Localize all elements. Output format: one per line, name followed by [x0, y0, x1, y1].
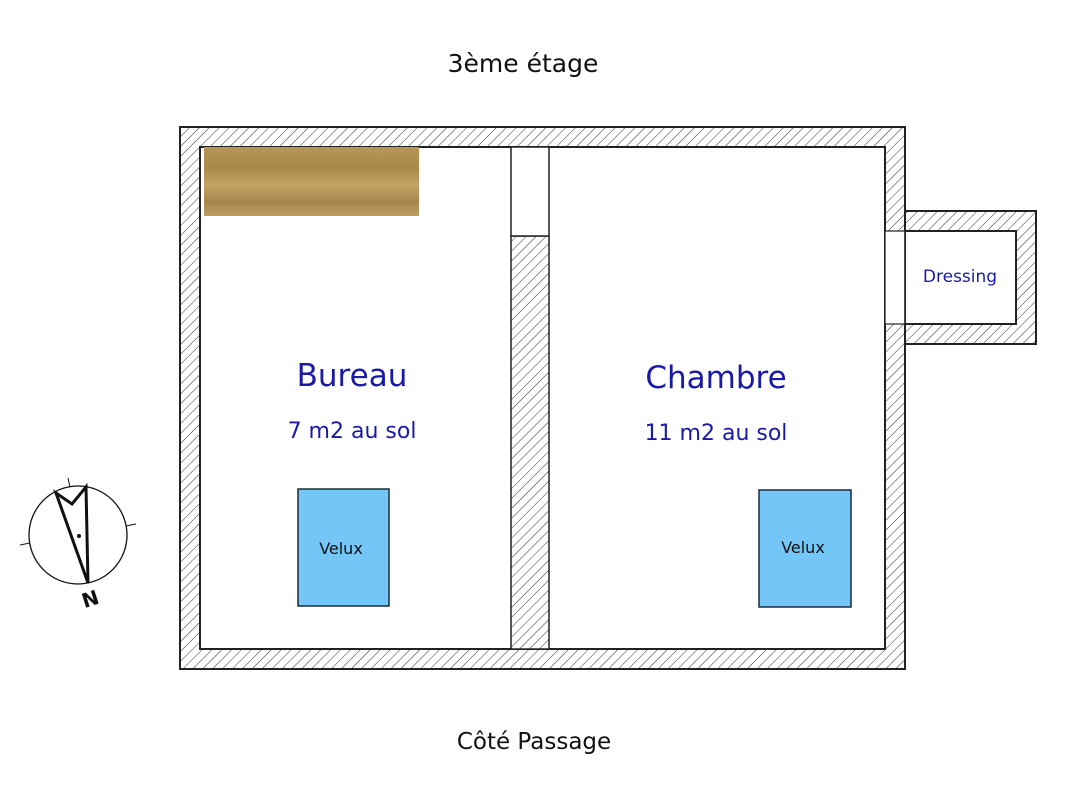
outer-wall: [179, 126, 906, 670]
footer-label: Côté Passage: [457, 729, 611, 755]
velux-label-bureau: Velux: [319, 539, 363, 558]
room-area-chambre: 11 m2 au sol: [645, 421, 788, 446]
compass-north-label: N: [79, 585, 102, 613]
doorway-dressing: [884, 230, 906, 325]
velux-window-bureau: [297, 488, 390, 607]
north-compass-icon: N: [19, 477, 137, 613]
room-name-dressing: Dressing: [923, 267, 997, 287]
wood-desk: [204, 147, 419, 216]
velux-window-chambre: [758, 489, 852, 608]
velux-label-chambre: Velux: [781, 538, 825, 557]
doorway-bureau-chambre: [510, 146, 550, 237]
floor-title: 3ème étage: [448, 49, 599, 78]
room-area-bureau: 7 m2 au sol: [288, 419, 417, 444]
room-name-chambre: Chambre: [645, 360, 786, 396]
partition-wall: [510, 235, 550, 650]
room-name-bureau: Bureau: [297, 358, 408, 394]
